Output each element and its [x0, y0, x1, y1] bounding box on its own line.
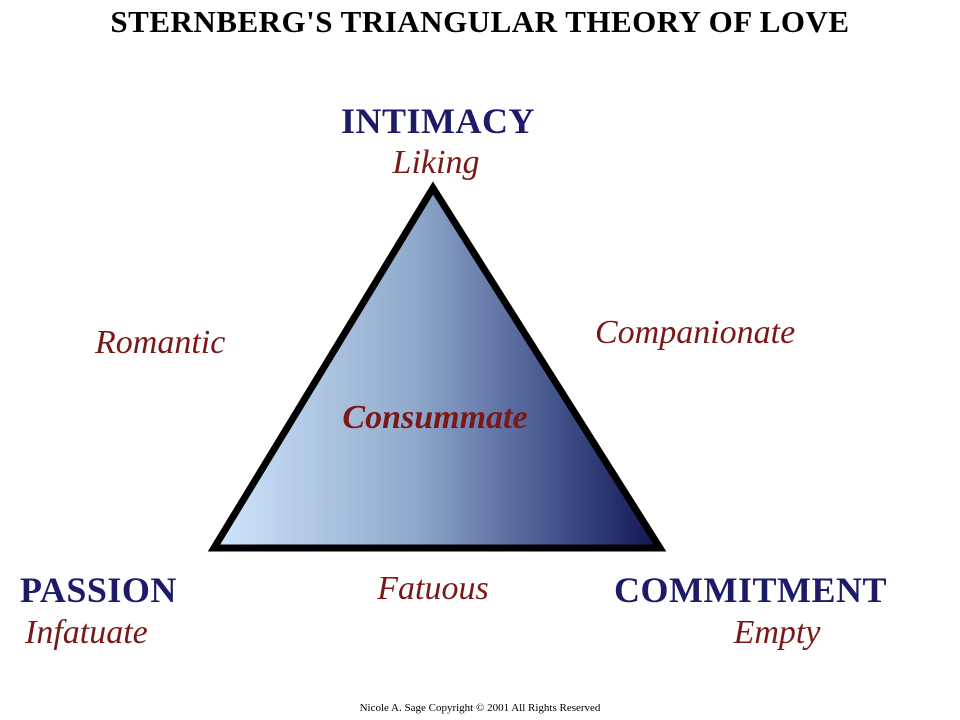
vertex-sublabel-liking: Liking: [392, 144, 480, 181]
vertex-label-passion: PASSION: [20, 570, 177, 610]
copyright-footer: Nicole A. Sage Copyright © 2001 All Righ…: [359, 702, 601, 714]
diagram-title: STERNBERG'S TRIANGULAR THEORY OF LOVE: [110, 4, 850, 39]
vertex-label-commitment: COMMITMENT: [614, 570, 887, 610]
edge-label-companionate: Companionate: [595, 314, 796, 351]
center-label-consummate: Consummate: [342, 399, 528, 436]
vertex-sublabel-empty: Empty: [733, 614, 821, 651]
vertex-label-intimacy: INTIMACY: [340, 101, 536, 141]
edge-label-fatuous: Fatuous: [377, 570, 489, 607]
triangle-shape: [207, 181, 667, 552]
vertex-sublabel-infatuate: Infatuate: [25, 614, 148, 651]
edge-label-romantic: Romantic: [95, 324, 226, 361]
